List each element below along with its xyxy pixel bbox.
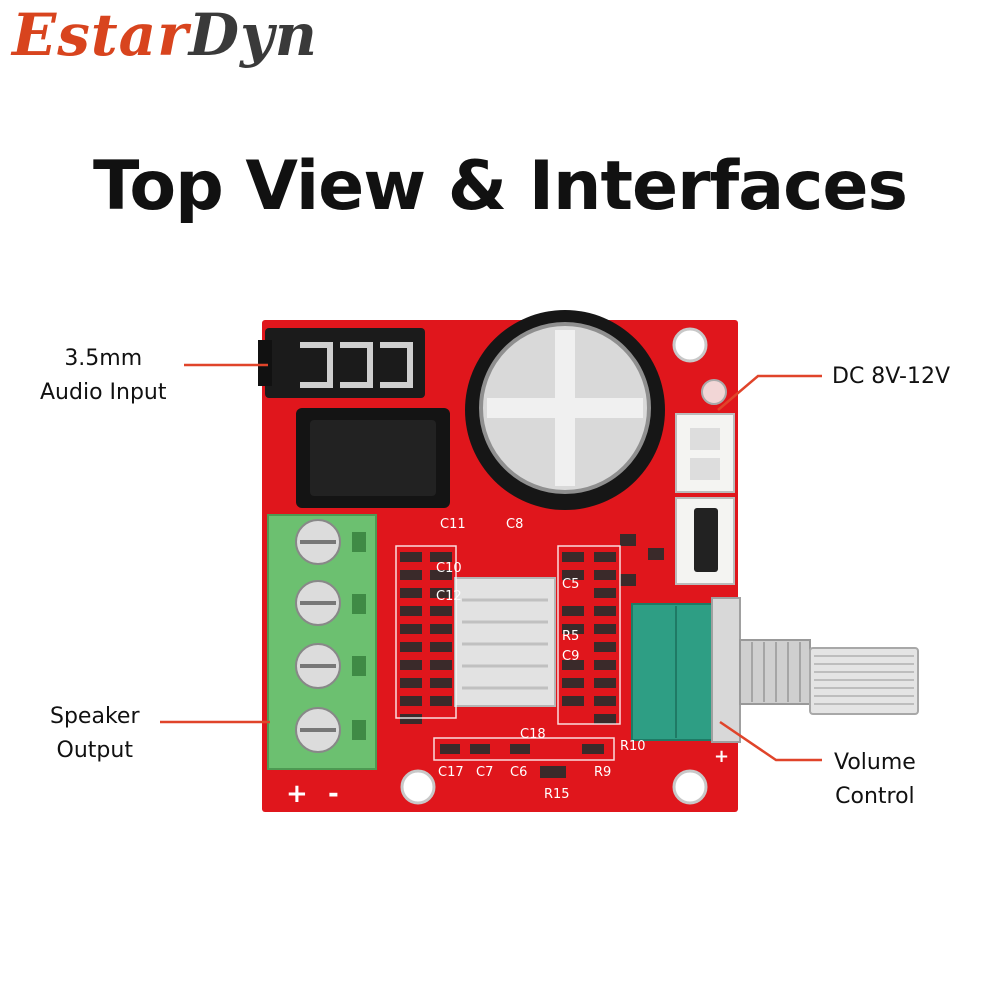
- power-led: [701, 379, 727, 405]
- callout-volume-control: Volume Control: [834, 746, 916, 814]
- callout-volume-control-line1: Volume: [834, 750, 916, 775]
- silk-c8: C8: [506, 517, 523, 532]
- callout-line-dc: [717, 374, 822, 411]
- mounting-hole: [672, 769, 708, 805]
- mounting-hole: [672, 327, 708, 363]
- callout-lines: [160, 363, 822, 762]
- callout-line-volume: [719, 720, 822, 762]
- callout-speaker-output-line1: Speaker: [50, 704, 140, 729]
- silk-r15: R15: [544, 787, 570, 802]
- callout-speaker-output: Speaker Output: [50, 700, 139, 768]
- silk-minus: -: [328, 779, 339, 809]
- silk-plus-right: +: [714, 746, 729, 767]
- audio-jack-pins: [300, 342, 413, 388]
- silk-r10: R10: [620, 739, 646, 754]
- terminal-screws: [295, 519, 341, 753]
- silk-plus: +: [286, 779, 308, 809]
- callout-speaker-output-line2: Output: [56, 738, 133, 763]
- silk-c11: C11: [440, 517, 466, 532]
- audio-jack-barrel: [258, 340, 272, 386]
- silk-r5: R5: [562, 629, 579, 644]
- brand-logo: EstarDyn: [12, 6, 318, 64]
- brand-logo-part1: Estar: [12, 1, 189, 69]
- silk-c6: C6: [510, 765, 527, 780]
- silk-c10: C10: [436, 561, 462, 576]
- silk-c7: C7: [476, 765, 493, 780]
- silk-c18: C18: [520, 727, 546, 742]
- smd-components: [400, 534, 664, 778]
- silk-c9: C9: [562, 649, 579, 664]
- callout-audio-input-line1: 3.5mm: [64, 346, 143, 371]
- mounting-hole: [400, 769, 436, 805]
- callout-audio-input-line2: Audio Input: [40, 380, 167, 405]
- callout-dc-power: DC 8V-12V: [832, 360, 950, 394]
- silk-c12: C12: [436, 589, 462, 604]
- callout-audio-input: 3.5mm Audio Input: [40, 342, 167, 410]
- page-title: Top View & Interfaces: [93, 147, 908, 226]
- silk-r9: R9: [594, 765, 611, 780]
- volume-potentiometer: [631, 603, 715, 741]
- callout-dc-power-line1: DC 8V-12V: [832, 364, 951, 389]
- silk-c5: C5: [562, 577, 579, 592]
- dc-power-connector: [675, 413, 735, 493]
- brand-logo-part2: Dyn: [188, 1, 318, 69]
- silk-c17: C17: [438, 765, 464, 780]
- callout-volume-control-line2: Control: [835, 784, 915, 809]
